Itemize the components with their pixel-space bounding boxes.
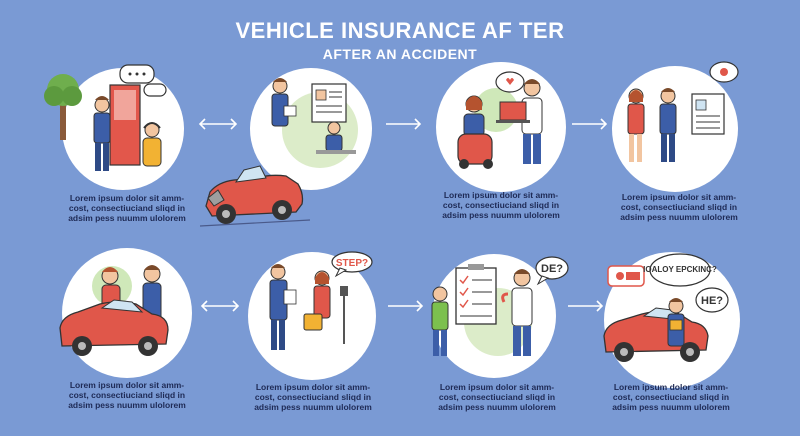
arrow-right-icon: [572, 118, 608, 130]
speech-bubble-icon: [119, 64, 167, 97]
person-icon: [269, 264, 297, 350]
step-1-illustration: [44, 64, 167, 171]
car-icon: [59, 299, 169, 356]
step-6-caption: Lorem ipsum dolor sit amm- cost, consect…: [254, 382, 372, 412]
person-icon: [659, 88, 677, 162]
person-icon: [431, 286, 449, 356]
speech-bubble-icon: [695, 287, 729, 313]
person-icon: [627, 88, 645, 162]
step-7-caption: Lorem ipsum dolor sit amm- cost, consect…: [438, 382, 556, 412]
step-5-caption: Lorem ipsum dolor sit amm- cost, consect…: [68, 380, 186, 410]
arrow-double-icon: [198, 118, 238, 130]
step-7-illustration: DE?: [431, 256, 569, 356]
step-8-bubble-text: IOALOY EPCKINC?: [643, 265, 717, 274]
car-icon: [603, 307, 709, 362]
step-3-caption: Lorem ipsum dolor sit amm- cost, consect…: [442, 190, 560, 220]
step-4-illustration: [627, 61, 739, 162]
car-icon: [199, 165, 311, 227]
speech-bubble-icon: [495, 71, 525, 93]
checklist-icon: [455, 264, 497, 325]
speech-bubble-icon: [331, 251, 373, 278]
tree-icon: [44, 74, 82, 140]
person-icon: [271, 78, 297, 127]
step-4-caption: Lorem ipsum dolor sit amm- cost, consect…: [620, 192, 738, 222]
step-5-illustration: [59, 265, 169, 356]
step-8-caption: Lorem ipsum dolor sit amm- cost, consect…: [612, 382, 730, 412]
person-icon: [93, 96, 111, 171]
speech-bubble-icon: [535, 256, 569, 286]
step-8-bubble-text-2: HE?: [701, 295, 723, 307]
document-icon: [691, 93, 725, 135]
speech-bubble-icon: [649, 253, 711, 287]
step-8-illustration: IOALOY EPCKINC? HE?: [603, 253, 729, 362]
step-7-bubble-text: DE?: [541, 263, 563, 275]
page-subtitle: AFTER AN ACCIDENT: [322, 46, 478, 62]
step-6-illustration: STEP?: [269, 251, 373, 350]
parking-meter-icon: [340, 286, 348, 344]
arrow-double-icon: [200, 300, 240, 312]
person-icon: [316, 121, 356, 154]
arrow-right-icon: [568, 300, 604, 312]
step-2-illustration: [271, 78, 358, 168]
arrow-right-icon: [386, 118, 422, 130]
person-icon: [303, 270, 331, 331]
step-1-caption: Lorem ipsum dolor sit amm- cost, consect…: [68, 193, 186, 223]
step-6-bubble-text: STEP?: [336, 258, 368, 269]
person-icon: [457, 95, 493, 169]
laptop-icon: [496, 101, 530, 123]
speech-bubble-icon: [709, 61, 739, 83]
person-icon: [501, 269, 533, 356]
document-icon: [311, 83, 347, 123]
person-icon: [496, 79, 543, 164]
arrow-right-icon: [388, 300, 424, 312]
step-3-illustration: [457, 71, 543, 169]
page-title: VEHICLE INSURANCE AF TER: [235, 18, 565, 43]
person-icon: [667, 298, 685, 347]
speech-bubble-icon: [607, 265, 645, 287]
person-icon: [142, 122, 162, 167]
